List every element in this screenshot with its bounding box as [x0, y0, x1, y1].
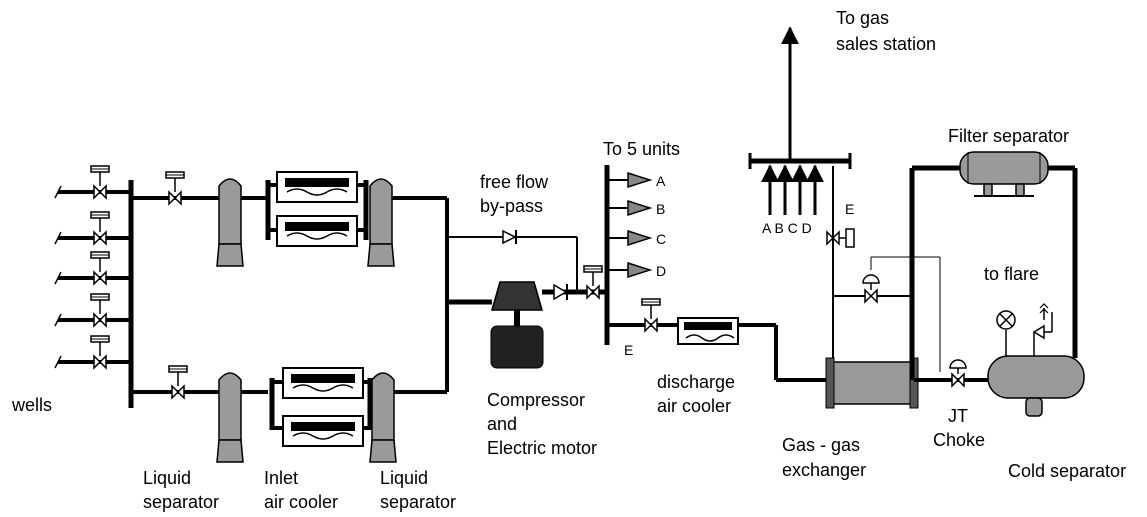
- label-gas-sales-2: sales station: [836, 34, 936, 54]
- label-wells: wells: [11, 395, 52, 415]
- diagram-labels: wells Liquid separator Inlet air cooler …: [11, 8, 1126, 512]
- bypass-loop: [833, 256, 941, 372]
- label-jt-choke-1: JT: [948, 406, 968, 426]
- label-cold-separator: Cold separator: [1008, 461, 1126, 481]
- discharge-air-cooler: [677, 317, 739, 345]
- liquid-separator-lower-right: [369, 372, 397, 463]
- discharge-check-valve: [553, 283, 568, 301]
- label-jt-choke-2: Choke: [933, 430, 985, 450]
- label-gas-sales-1: To gas: [836, 8, 889, 28]
- label-unit-a: A: [656, 173, 666, 189]
- label-discharge-air-cooler-2: air cooler: [657, 396, 731, 416]
- label-liquid-separator-right-2: separator: [380, 492, 456, 512]
- label-inlet-letters: A B C D: [762, 220, 812, 236]
- well-line-5: [54, 335, 131, 369]
- label-discharge-air-cooler-1: discharge: [657, 372, 735, 392]
- label-liquid-separator-left-1: Liquid: [143, 468, 191, 488]
- label-to-5-units: To 5 units: [603, 139, 680, 159]
- wells-group: [54, 165, 134, 408]
- gas-sales-manifold: [748, 26, 855, 360]
- well-line-3: [54, 251, 131, 285]
- label-bypass: by-pass: [480, 196, 543, 216]
- bypass-check-valve: [502, 229, 517, 245]
- liquid-separator-lower-left: [216, 372, 244, 463]
- liquid-separator-upper-right: [367, 178, 395, 267]
- compressor-section: [447, 229, 608, 369]
- filter-separator: [909, 151, 1078, 380]
- electric-motor: [490, 325, 544, 369]
- label-gas-gas-exchanger-2: exchanger: [782, 460, 866, 480]
- label-liquid-separator-right-1: Liquid: [380, 468, 428, 488]
- label-compressor-2: and: [487, 414, 517, 434]
- label-unit-c: C: [656, 231, 666, 247]
- label-filter-separator: Filter separator: [948, 126, 1069, 146]
- distribution-header: [604, 165, 830, 382]
- inlet-air-cooler-upper: [276, 171, 358, 247]
- gas-gas-exchanger: [825, 357, 990, 409]
- well-line-1: [54, 165, 131, 199]
- label-compressor-1: Compressor: [487, 390, 585, 410]
- upper-train: [131, 171, 449, 392]
- label-unit-d: D: [656, 263, 666, 279]
- label-gas-gas-exchanger-1: Gas - gas: [782, 435, 860, 455]
- inlet-air-cooler-lower: [282, 367, 364, 447]
- cold-separator: [987, 303, 1085, 417]
- label-compressor-3: Electric motor: [487, 438, 597, 458]
- compressor-body: [491, 281, 543, 311]
- label-inlet-air-cooler-2: air cooler: [264, 492, 338, 512]
- label-liquid-separator-left-2: separator: [143, 492, 219, 512]
- label-inlet-e: E: [845, 201, 854, 217]
- lower-train: [131, 365, 447, 463]
- label-header-e: E: [624, 342, 633, 358]
- well-line-4: [54, 293, 131, 327]
- well-line-2: [54, 211, 131, 245]
- label-to-flare: to flare: [984, 264, 1039, 284]
- label-unit-b: B: [656, 201, 665, 217]
- label-free-flow: free flow: [480, 172, 549, 192]
- label-inlet-air-cooler-1: Inlet: [264, 468, 298, 488]
- liquid-separator-upper-left: [216, 178, 244, 267]
